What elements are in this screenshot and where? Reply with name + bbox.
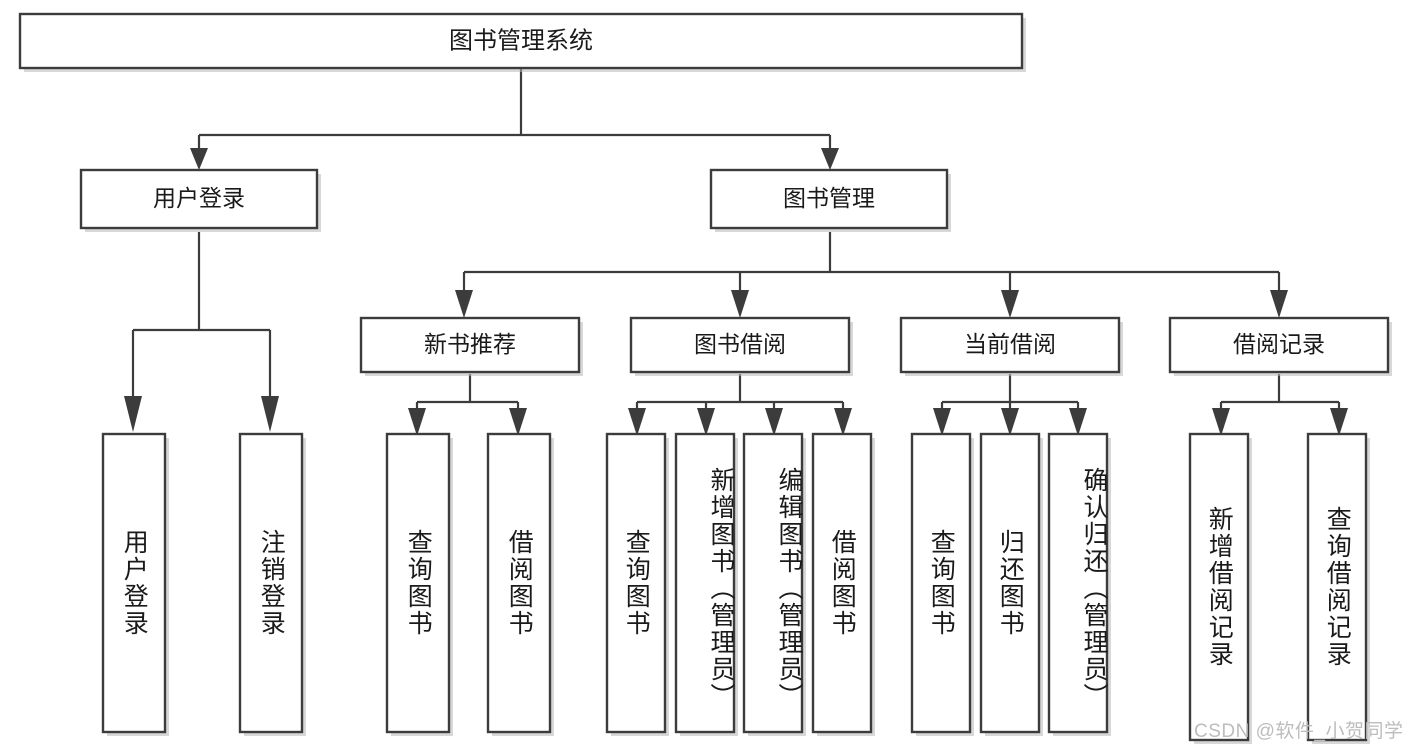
node-leaf-logout-login[interactable] <box>238 432 306 736</box>
arrow-to-leaf-query-book-2 <box>628 408 646 436</box>
node-book-borrow[interactable]: 图书借阅 <box>629 316 853 376</box>
node-borrow-record-label: 借阅记录 <box>1233 331 1325 357</box>
node-leaf-return-book-rect <box>979 432 1041 734</box>
arrow-to-book-management <box>821 148 839 170</box>
node-current-borrow-label: 当前借阅 <box>964 331 1056 357</box>
node-borrow-record[interactable]: 借阅记录 <box>1168 316 1392 376</box>
arrow-to-borrow-record <box>1270 290 1288 318</box>
node-new-book-recommend[interactable]: 新书推荐 <box>359 316 583 376</box>
arrow-to-leaf-borrow-book-1 <box>509 408 527 436</box>
node-book-management-rect <box>709 168 949 230</box>
node-leaf-query-book-2-rect <box>605 432 667 734</box>
node-leaf-add-record[interactable] <box>1188 432 1252 744</box>
node-new-book-recommend-rect <box>359 316 581 374</box>
arrow-to-leaf-borrow-book-2 <box>834 408 852 436</box>
node-user-login-label: 用户登录 <box>153 185 245 211</box>
node-root-rect <box>18 12 1024 70</box>
node-leaf-user-login-rect <box>101 432 167 734</box>
node-leaf-add-record-rect <box>1188 432 1250 742</box>
node-leaf-add-book[interactable] <box>674 432 738 736</box>
node-leaf-query-book-2[interactable] <box>605 432 669 736</box>
arrow-to-leaf-edit-book <box>765 408 783 436</box>
arrow-to-leaf-query-book-1 <box>408 408 426 436</box>
arrow-to-book-borrow <box>731 290 749 318</box>
node-leaf-query-book-1-rect <box>385 432 451 734</box>
node-leaf-borrow-book-2[interactable] <box>811 432 875 736</box>
node-leaf-borrow-book-1[interactable] <box>486 432 554 736</box>
arrow-to-leaf-return-book <box>1001 408 1019 436</box>
node-leaf-borrow-book-2-rect <box>811 432 873 734</box>
arrow-to-leaf-query-record <box>1330 408 1348 436</box>
node-borrow-record-rect <box>1168 316 1390 374</box>
node-book-borrow-rect <box>629 316 851 374</box>
node-leaf-query-record[interactable] <box>1306 432 1370 744</box>
node-leaf-query-book-3-rect <box>910 432 972 734</box>
arrow-to-current-borrow <box>1001 290 1019 318</box>
node-book-borrow-label: 图书借阅 <box>694 331 786 357</box>
csdn-watermark: CSDN @软件_小贺同学 <box>1194 721 1404 742</box>
node-leaf-return-book[interactable] <box>979 432 1043 736</box>
node-book-management-label: 图书管理 <box>783 185 875 211</box>
node-user-login[interactable]: 用户登录 <box>79 168 321 232</box>
arrow-to-leaf-confirm-return <box>1069 408 1087 436</box>
node-leaf-logout-login-rect <box>238 432 304 734</box>
node-leaf-confirm-return[interactable] <box>1047 432 1111 736</box>
arrow-to-new-book-recommend <box>455 290 473 318</box>
node-leaf-user-login[interactable] <box>101 432 169 736</box>
node-current-borrow-rect <box>899 316 1121 374</box>
node-leaf-query-record-rect <box>1306 432 1368 742</box>
node-current-borrow[interactable]: 当前借阅 <box>899 316 1123 376</box>
node-leaf-edit-book-rect <box>742 432 804 734</box>
node-leaf-borrow-book-1-rect <box>486 432 552 734</box>
arrow-to-leaf-logout-login <box>261 396 279 432</box>
node-root-label: 图书管理系统 <box>449 27 593 54</box>
arrow-to-leaf-query-book-3 <box>933 408 951 436</box>
node-leaf-add-book-rect <box>674 432 736 734</box>
node-new-book-recommend-label: 新书推荐 <box>424 331 516 357</box>
node-user-login-rect <box>79 168 319 230</box>
node-leaf-query-book-3[interactable] <box>910 432 974 736</box>
node-leaf-confirm-return-rect <box>1047 432 1109 734</box>
arrow-to-leaf-add-book <box>697 408 715 436</box>
node-book-management[interactable]: 图书管理 <box>709 168 951 232</box>
arrow-to-leaf-add-record <box>1212 408 1230 436</box>
node-root[interactable]: 图书管理系统 <box>18 12 1026 72</box>
node-leaf-query-book-1[interactable] <box>385 432 453 736</box>
arrow-to-leaf-user-login <box>124 396 142 432</box>
node-leaf-edit-book[interactable] <box>742 432 806 736</box>
arrow-to-user-login <box>190 148 208 170</box>
connector-layer <box>124 68 1348 436</box>
